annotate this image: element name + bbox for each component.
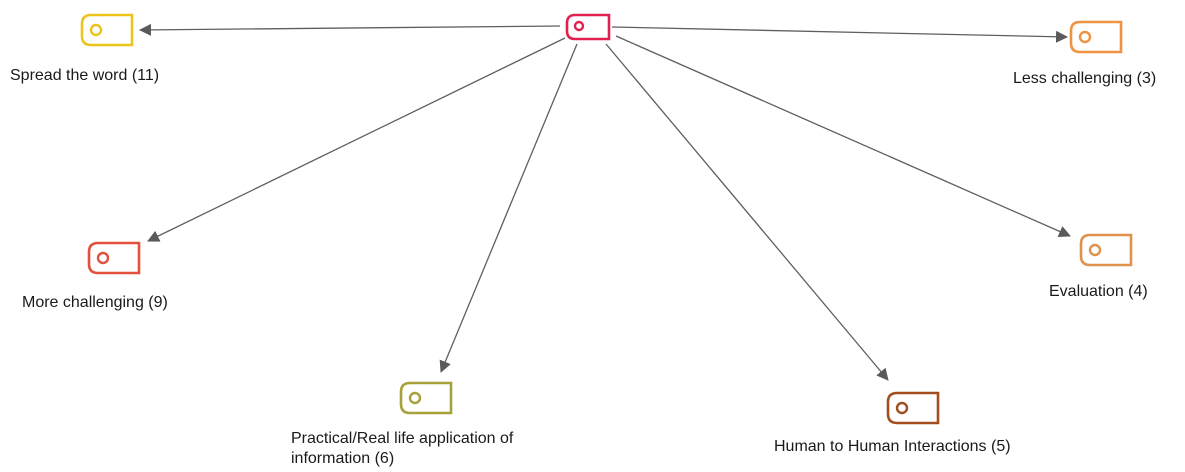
edge-to-evaluation [615,35,1071,238]
tag-icon-human-interactions [886,391,940,425]
tag-outline [87,241,141,275]
tag-outline [886,391,940,425]
tag-hole [1088,243,1102,257]
tag-hole [89,23,103,37]
edge-to-more-challenging [147,37,566,242]
nodes [80,13,1133,425]
tag-outline [1079,233,1133,267]
tag-outline [565,13,611,41]
tag-icon-practical-application [399,381,453,415]
edges [139,23,1071,381]
tag-hole [573,20,585,32]
edge-to-less-challenging [611,26,1068,43]
node-label-human-interactions: Human to Human Interactions (5) [774,438,1011,455]
tag-icon-more-challenging [87,241,141,275]
node-label-more-challenging: More challenging (9) [22,294,168,311]
edge-to-human-interactions [605,43,889,381]
node-label-evaluation: Evaluation (4) [1049,283,1148,300]
edge-to-spread-the-word [139,23,561,36]
tag-hole [895,401,909,415]
tag-hole [408,391,422,405]
node-label-spread-the-word: Spread the word (11) [10,67,160,84]
tag-icon-evaluation [1079,233,1133,267]
tag-outline [1069,20,1123,54]
tag-icon-less-challenging [1069,20,1123,54]
tag-hole [1078,30,1092,44]
node-label-practical-application: Practical/Real life application of infor… [291,430,514,467]
tag-outline [399,381,453,415]
tag-icon-root [565,13,611,41]
node-label-less-challenging: Less challenging (3) [1013,70,1157,87]
tag-icon-spread-the-word [80,13,134,47]
tag-outline [80,13,134,47]
edge-to-practical-application [439,43,578,373]
tag-hole [96,251,110,265]
